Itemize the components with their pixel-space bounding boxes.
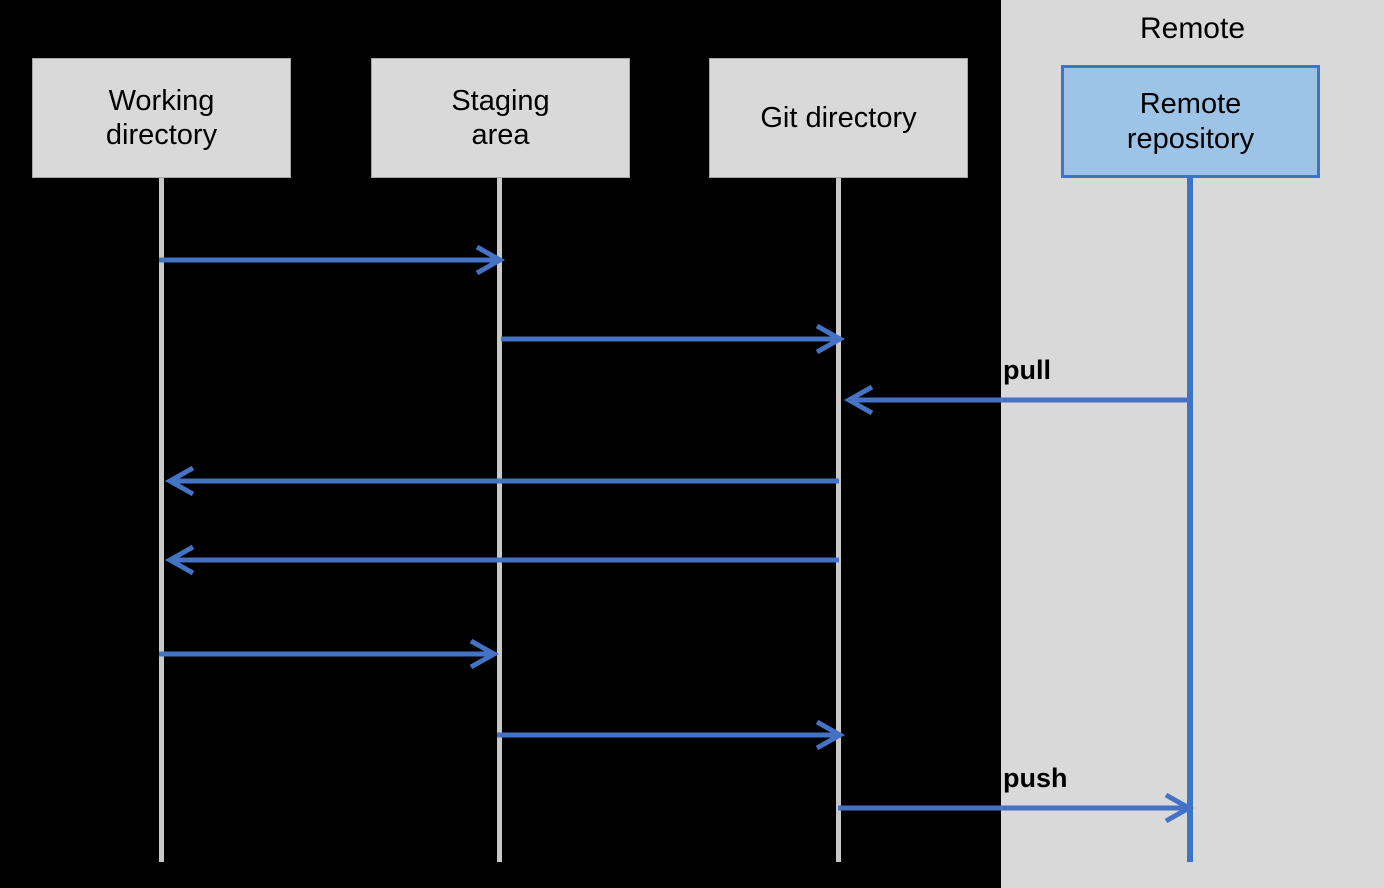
lifeline-working-directory bbox=[159, 178, 164, 862]
participant-box-remote-repository[interactable]: Remote repository bbox=[1061, 65, 1320, 178]
participant-box-staging-area[interactable]: Staging area bbox=[371, 58, 630, 178]
participant-label-working-directory: Working directory bbox=[106, 84, 217, 152]
participant-label-staging-area: Staging area bbox=[451, 84, 549, 152]
participant-box-working-directory[interactable]: Working directory bbox=[32, 58, 291, 178]
message-arrow-remote-to-git-pull[interactable] bbox=[838, 384, 1190, 416]
label-line-1: Remote bbox=[1139, 88, 1242, 121]
message-arrow-git-to-remote-push[interactable] bbox=[838, 792, 1195, 824]
label-line-1: Working bbox=[108, 84, 215, 117]
message-arrow-git-to-working-1[interactable] bbox=[159, 465, 839, 497]
remote-region-label: Remote bbox=[1139, 12, 1246, 45]
message-arrow-git-to-working-2[interactable] bbox=[159, 544, 839, 576]
message-arrow-working-to-staging-2[interactable] bbox=[159, 638, 500, 670]
message-label-pull: pull bbox=[1003, 355, 1051, 385]
label-line-2: area bbox=[471, 119, 530, 151]
message-arrow-working-to-staging-1[interactable] bbox=[159, 244, 506, 276]
lifeline-git-directory bbox=[836, 178, 841, 862]
label-line-2: directory bbox=[105, 119, 218, 151]
message-arrow-staging-to-git-2[interactable] bbox=[497, 719, 846, 751]
message-label-push: push bbox=[1003, 763, 1068, 793]
participant-label-remote-repository: Remote repository bbox=[1127, 87, 1254, 155]
label-line-1: Staging bbox=[451, 84, 550, 117]
participant-box-git-directory[interactable]: Git directory bbox=[709, 58, 968, 178]
label-line-1: Git directory bbox=[760, 101, 917, 134]
label-line-2: repository bbox=[1126, 122, 1255, 155]
message-arrow-staging-to-git-1[interactable] bbox=[501, 323, 846, 355]
participant-label-git-directory: Git directory bbox=[760, 101, 916, 135]
lifeline-staging-area bbox=[497, 178, 502, 862]
lifeline-remote-repository bbox=[1187, 178, 1193, 862]
